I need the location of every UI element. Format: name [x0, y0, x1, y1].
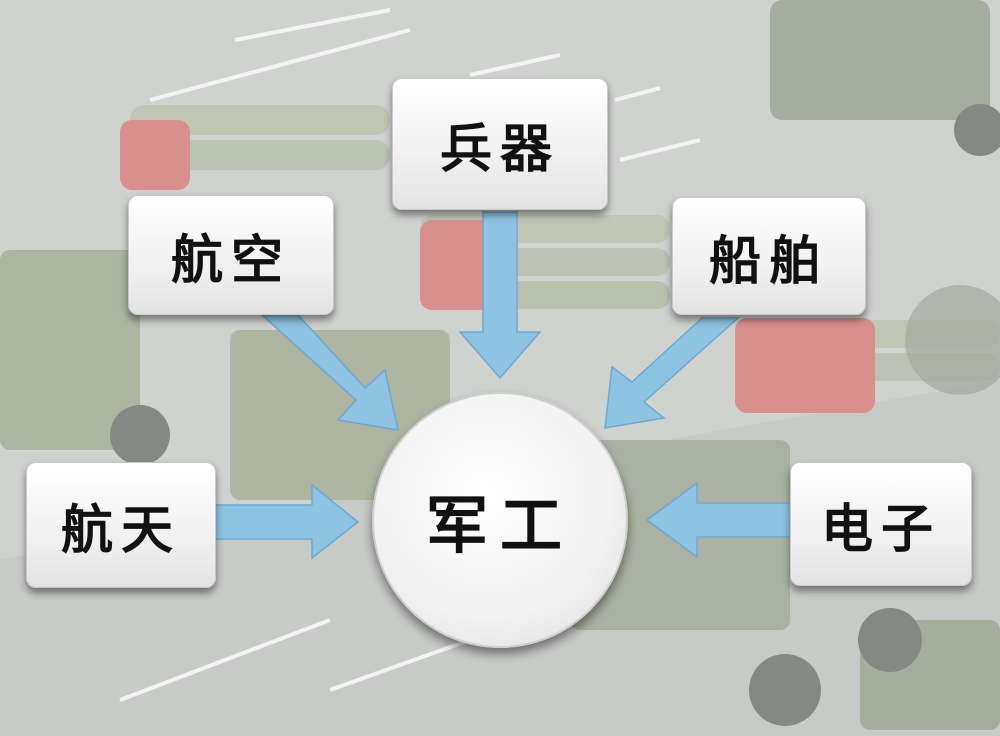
arrow-shipping-diagonal: [604, 317, 740, 429]
arrow-aviation-diagonal: [260, 314, 399, 431]
arrow-weapons-down: [458, 211, 542, 380]
arrow-aerospace-right: [213, 483, 360, 560]
arrow-electronics-left: [645, 481, 793, 559]
node-electronics: 电子: [790, 462, 972, 586]
node-weapons-label: 兵器: [439, 118, 560, 180]
node-electronics-label: 电子: [820, 498, 941, 560]
center-node-label: 军工: [425, 489, 574, 562]
node-shipping-label: 船舶: [708, 230, 829, 292]
node-aviation: 航空: [128, 195, 334, 315]
node-aerospace-label: 航天: [60, 499, 181, 561]
node-weapons: 兵器: [392, 78, 608, 210]
node-shipping: 船舶: [672, 197, 866, 315]
node-aviation-label: 航空: [170, 229, 291, 291]
node-aerospace: 航天: [26, 462, 216, 588]
center-node: 军工: [372, 392, 628, 648]
